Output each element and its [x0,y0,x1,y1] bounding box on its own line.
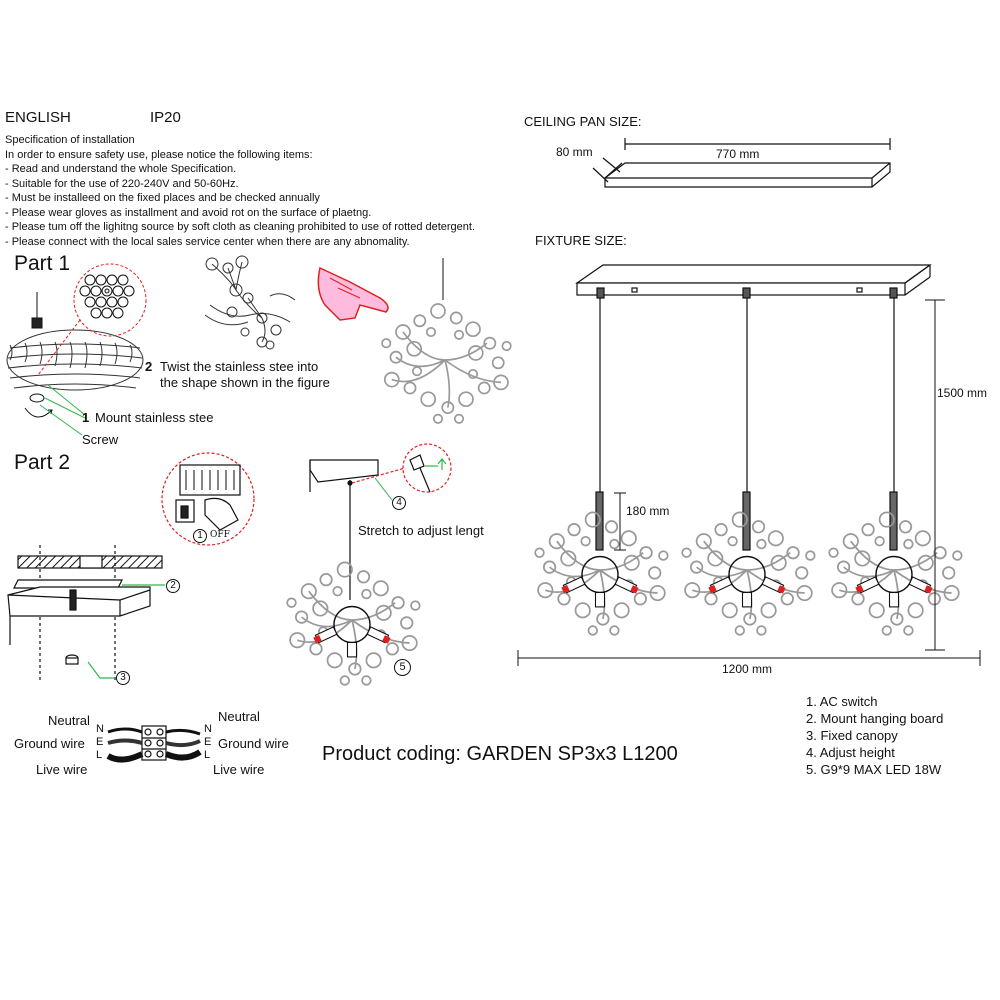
ground-right-label: Ground wire [218,736,289,751]
spec-line: - Read and understand the whole Specific… [5,163,237,175]
ceiling-depth: 80 mm [556,145,593,159]
ceiling-length: 770 mm [716,147,760,161]
ground-left-label: Ground wire [14,736,85,751]
callout-5: 5 [394,659,411,676]
fixture-title: FIXTURE SIZE: [535,233,627,248]
step2-number: 2 [145,359,153,374]
callout-3: 3 [116,671,130,685]
step2-line2: the shape shown in the figure [160,375,330,390]
callout-4: 4 [392,496,406,510]
part2-drawing [7,443,452,680]
spec-line: - Suitable for the use of 220-240V and 5… [5,177,239,190]
callout-2: 2 [166,579,180,593]
spec-line: - Please connect with the local sales se… [5,235,410,248]
fixture-drawing [575,264,932,551]
part1-title: Part 1 [14,252,71,275]
ceiling-pan-drawing [592,138,891,188]
spec-line: - Must be installeed on the fixed places… [5,192,320,204]
legend-item: 2. Mount hanging board [806,711,944,726]
legend-item: 4. Adjust height [806,745,895,760]
part2-title: Part 2 [14,451,71,474]
spec-line: - Please tum off the lighitng source by … [5,221,476,233]
ceiling-pan-title: CEILING PAN SIZE: [524,114,642,129]
spec-line: In order to ensure safety use, please no… [5,148,313,161]
part1-drawing [6,255,444,436]
live-left-label: Live wire [36,762,88,777]
spec-title: Specification of installation [5,134,135,146]
callout-1: 1 [193,529,207,543]
l-right: L [204,749,211,761]
l-left: L [96,749,103,761]
legend-item: 1. AC switch [806,694,878,709]
spec-block: Specification of installation In order t… [5,133,475,249]
n-left: N [96,723,104,735]
screw-label: Screw [82,432,119,447]
stretch-label: Stretch to adjust lengt [358,523,484,538]
step1-number: 1 [82,410,90,425]
live-right-label: Live wire [213,762,265,777]
spec-line: - Please wear gloves as installment and … [5,206,372,219]
neutral-right-label: Neutral [218,709,260,724]
ip-rating: IP20 [150,109,181,126]
fixture-drop: 180 mm [626,504,670,518]
fixture-width: 1200 mm [722,662,773,676]
e-right: E [204,736,212,748]
parts-legend: 1. AC switch 2. Mount hanging board 3. F… [806,693,943,778]
switch-off-label: OFF [210,530,230,540]
legend-item: 3. Fixed canopy [806,728,898,743]
step1-label: Mount stainless stee [95,410,214,425]
language-label: ENGLISH [5,109,71,126]
fixture-height: 1500 mm [937,386,988,400]
wiring-diagram [106,725,202,763]
neutral-left-label: Neutral [48,713,90,728]
e-left: E [96,736,104,748]
legend-item: 5. G9*9 MAX LED 18W [806,762,942,777]
step2-line1: Twist the stainless stee into [160,359,319,374]
n-right: N [204,723,212,735]
product-coding: Product coding: GARDEN SP3x3 L1200 [322,743,678,765]
